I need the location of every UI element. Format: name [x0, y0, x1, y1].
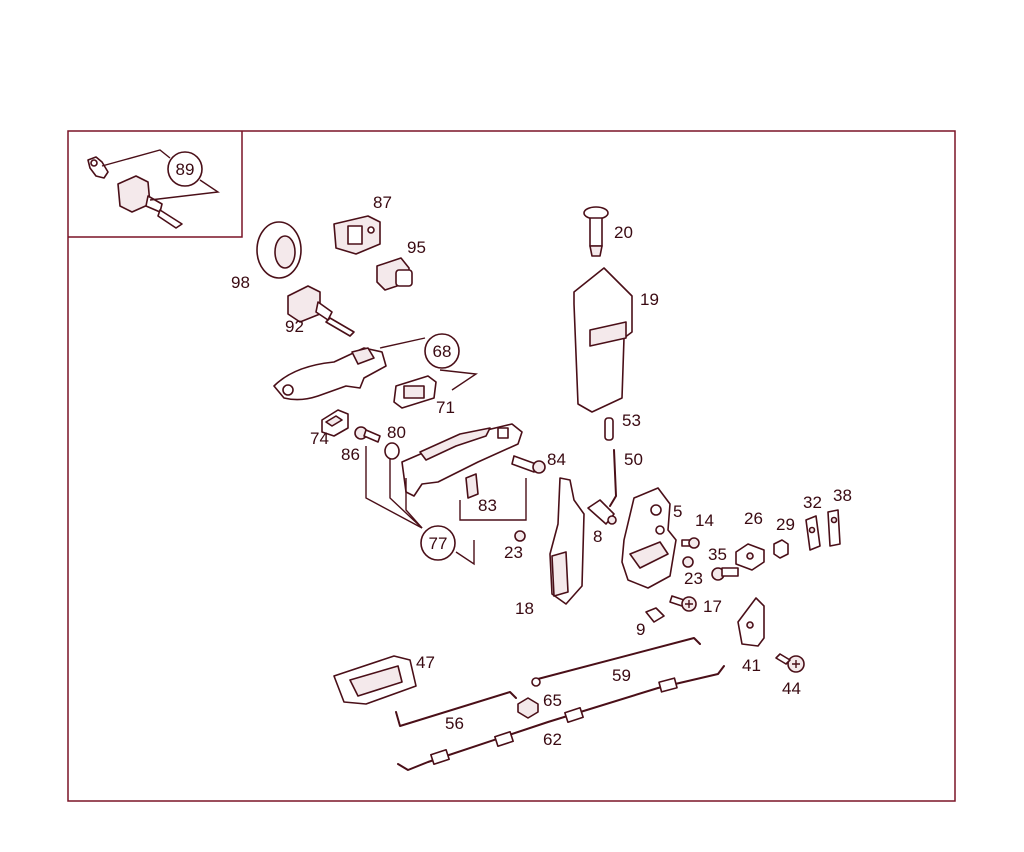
callout-26: 26	[744, 509, 763, 528]
callout-68-ring	[424, 333, 460, 369]
callout-29: 29	[776, 515, 795, 534]
callout-41: 41	[742, 656, 761, 675]
part-89-key	[87, 156, 109, 179]
callout-89: 89	[176, 160, 195, 179]
part-26	[735, 543, 765, 571]
callout-77: 77	[429, 534, 448, 553]
callout-20: 20	[614, 223, 633, 242]
callout-89-ring	[167, 151, 203, 187]
callout-19: 19	[640, 290, 659, 309]
callout-80: 80	[387, 423, 406, 442]
part-62-cable	[397, 665, 725, 771]
part-35-bolt	[711, 567, 739, 581]
part-18-bracket	[549, 477, 585, 605]
callout-18: 18	[515, 599, 534, 618]
callout-14: 14	[695, 511, 714, 530]
callout-47: 47	[416, 653, 435, 672]
diagram-frame	[67, 130, 956, 802]
part-9	[645, 607, 665, 623]
callout-8: 8	[593, 527, 602, 546]
callout-32: 32	[803, 493, 822, 512]
callout-77-ring	[420, 525, 456, 561]
callout-83: 83	[478, 496, 497, 515]
part-98	[256, 221, 302, 279]
part-8	[587, 499, 617, 525]
part-47-bezel	[333, 655, 417, 705]
callout-95: 95	[407, 238, 426, 257]
part-19-guide	[573, 267, 633, 413]
callout-44: 44	[782, 679, 801, 698]
part-74	[321, 409, 349, 437]
callout-50: 50	[624, 450, 643, 469]
part-87	[333, 215, 381, 255]
callout-98: 98	[231, 273, 250, 292]
part-23-screw-right	[682, 556, 694, 568]
part-56-rod	[395, 691, 517, 727]
callout-74: 74	[310, 429, 329, 448]
callout-92: 92	[285, 317, 304, 336]
callout-35: 35	[708, 545, 727, 564]
part-86-screw	[354, 426, 381, 443]
callout-56: 56	[445, 714, 464, 733]
callout-59: 59	[612, 666, 631, 685]
part-32	[805, 515, 821, 551]
part-77-carrier	[401, 423, 523, 497]
part-29	[773, 539, 789, 559]
callout-23-right: 23	[684, 569, 703, 588]
part-44-screw	[775, 653, 805, 673]
callout-65: 65	[543, 691, 562, 710]
callout-9: 9	[636, 620, 645, 639]
callout-23-left: 23	[504, 543, 523, 562]
callout-5: 5	[673, 502, 682, 521]
part-23-screw-left	[514, 530, 526, 542]
part-53-rod	[604, 417, 614, 441]
callout-62: 62	[543, 730, 562, 749]
callout-17: 17	[703, 597, 722, 616]
callout-86: 86	[341, 445, 360, 464]
callout-38: 38	[833, 486, 852, 505]
part-92	[287, 285, 355, 337]
callout-71: 71	[436, 398, 455, 417]
part-20-knob	[583, 206, 609, 257]
part-5-lock	[621, 487, 677, 589]
part-17-screw	[669, 595, 697, 612]
part-41-bracket	[737, 597, 765, 647]
part-89-lock-cylinder	[117, 175, 183, 229]
callout-53: 53	[622, 411, 641, 430]
part-38	[827, 509, 841, 547]
part-83	[465, 473, 479, 499]
callout-87: 87	[373, 193, 392, 212]
callout-68: 68	[433, 342, 452, 361]
part-65	[517, 697, 539, 719]
part-59-rod	[533, 637, 701, 681]
part-71	[393, 375, 437, 409]
part-68-handle	[273, 347, 387, 401]
callout-84: 84	[547, 450, 566, 469]
part-84-bolt	[511, 455, 546, 474]
part-95	[376, 257, 413, 291]
part-14-screw	[681, 537, 700, 549]
part-50-rod	[609, 449, 617, 507]
part-80-grommet	[384, 442, 400, 460]
inset-frame	[68, 131, 243, 238]
